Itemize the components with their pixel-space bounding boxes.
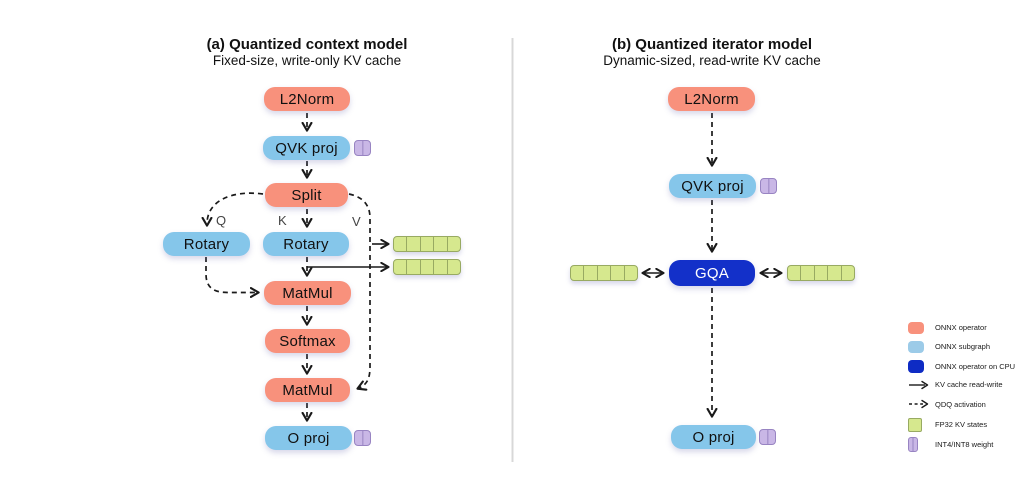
node-qvk-proj-a: QVK proj — [263, 136, 350, 160]
legend-label: INT4/INT8 weight — [935, 439, 994, 449]
panel-a-subtitle: Fixed-size, write-only KV cache — [212, 53, 402, 68]
node-l2norm-b: L2Norm — [668, 87, 755, 111]
legend-label: KV cache read-write — [935, 380, 1003, 389]
node-matmul-2: MatMul — [265, 378, 350, 402]
legend-item-qdq-activation: QDQ activation — [908, 397, 986, 412]
node-split: Split — [265, 183, 348, 207]
node-o-proj-b: O proj — [671, 425, 756, 449]
kv-cache-bar-k — [393, 259, 461, 275]
int-weight-icon — [760, 178, 777, 194]
onnx-subgraph-swatch — [908, 340, 924, 353]
legend-item-onnx-operator: ONNX operator — [908, 320, 987, 335]
legend-label: ONNX operator on CPU — [935, 361, 1016, 371]
edge-label-q: Q — [216, 213, 227, 228]
int-weight-icon — [759, 429, 776, 445]
fp32-kv-swatch — [908, 417, 922, 432]
edge-split-to-rotary-q — [201, 192, 264, 227]
legend-item-onnx-operator-cpu: ONNX operator on CPU — [908, 359, 1015, 374]
node-softmax: Softmax — [265, 329, 350, 353]
panel-b-title: (b) Quantized iterator model — [611, 36, 812, 53]
panel-a-title: (a) Quantized context model — [206, 36, 408, 53]
kv-cache-bar-left — [570, 265, 638, 281]
kv-cache-bar-right — [787, 265, 855, 281]
node-matmul-1: MatMul — [264, 281, 351, 305]
edge-label-k: K — [278, 213, 287, 228]
edge-rotary-q-to-matmul1 — [205, 257, 260, 298]
int-weight-icon — [354, 140, 371, 156]
dashed-arrow-icon — [909, 399, 929, 409]
panel-b-subtitle: Dynamic-sized, read-write KV cache — [603, 53, 821, 68]
edge-split-v-to-matmul2 — [348, 193, 371, 391]
int-weight-icon — [354, 430, 371, 446]
node-o-proj-a: O proj — [265, 426, 352, 450]
legend-item-onnx-subgraph: ONNX subgraph — [908, 339, 990, 354]
node-qvk-proj-b: QVK proj — [669, 174, 756, 198]
kv-cache-bar-v — [393, 236, 461, 252]
legend-item-kv-read-write: KV cache read-write — [908, 377, 1003, 392]
legend-label: ONNX subgraph — [935, 342, 991, 351]
node-rotary-q: Rotary — [163, 232, 250, 256]
onnx-operator-cpu-swatch — [908, 359, 924, 373]
legend-item-int-weight: INT4/INT8 weight — [908, 436, 994, 452]
node-l2norm-a: L2Norm — [264, 87, 350, 111]
legend-label: FP32 KV states — [935, 420, 988, 429]
int-weight-swatch — [908, 436, 918, 452]
solid-arrow-icon — [909, 380, 929, 389]
legend-label: QDQ activation — [935, 399, 986, 409]
edge-label-v: V — [352, 214, 361, 229]
node-gqa: GQA — [669, 260, 755, 286]
onnx-operator-swatch — [908, 321, 924, 334]
legend-item-fp32-kv-states: FP32 KV states — [908, 417, 987, 432]
node-rotary-k: Rotary — [263, 232, 349, 256]
legend: ONNX operator ONNX subgraph ONNX operato… — [905, 315, 1024, 460]
legend-label: ONNX operator — [935, 323, 987, 332]
